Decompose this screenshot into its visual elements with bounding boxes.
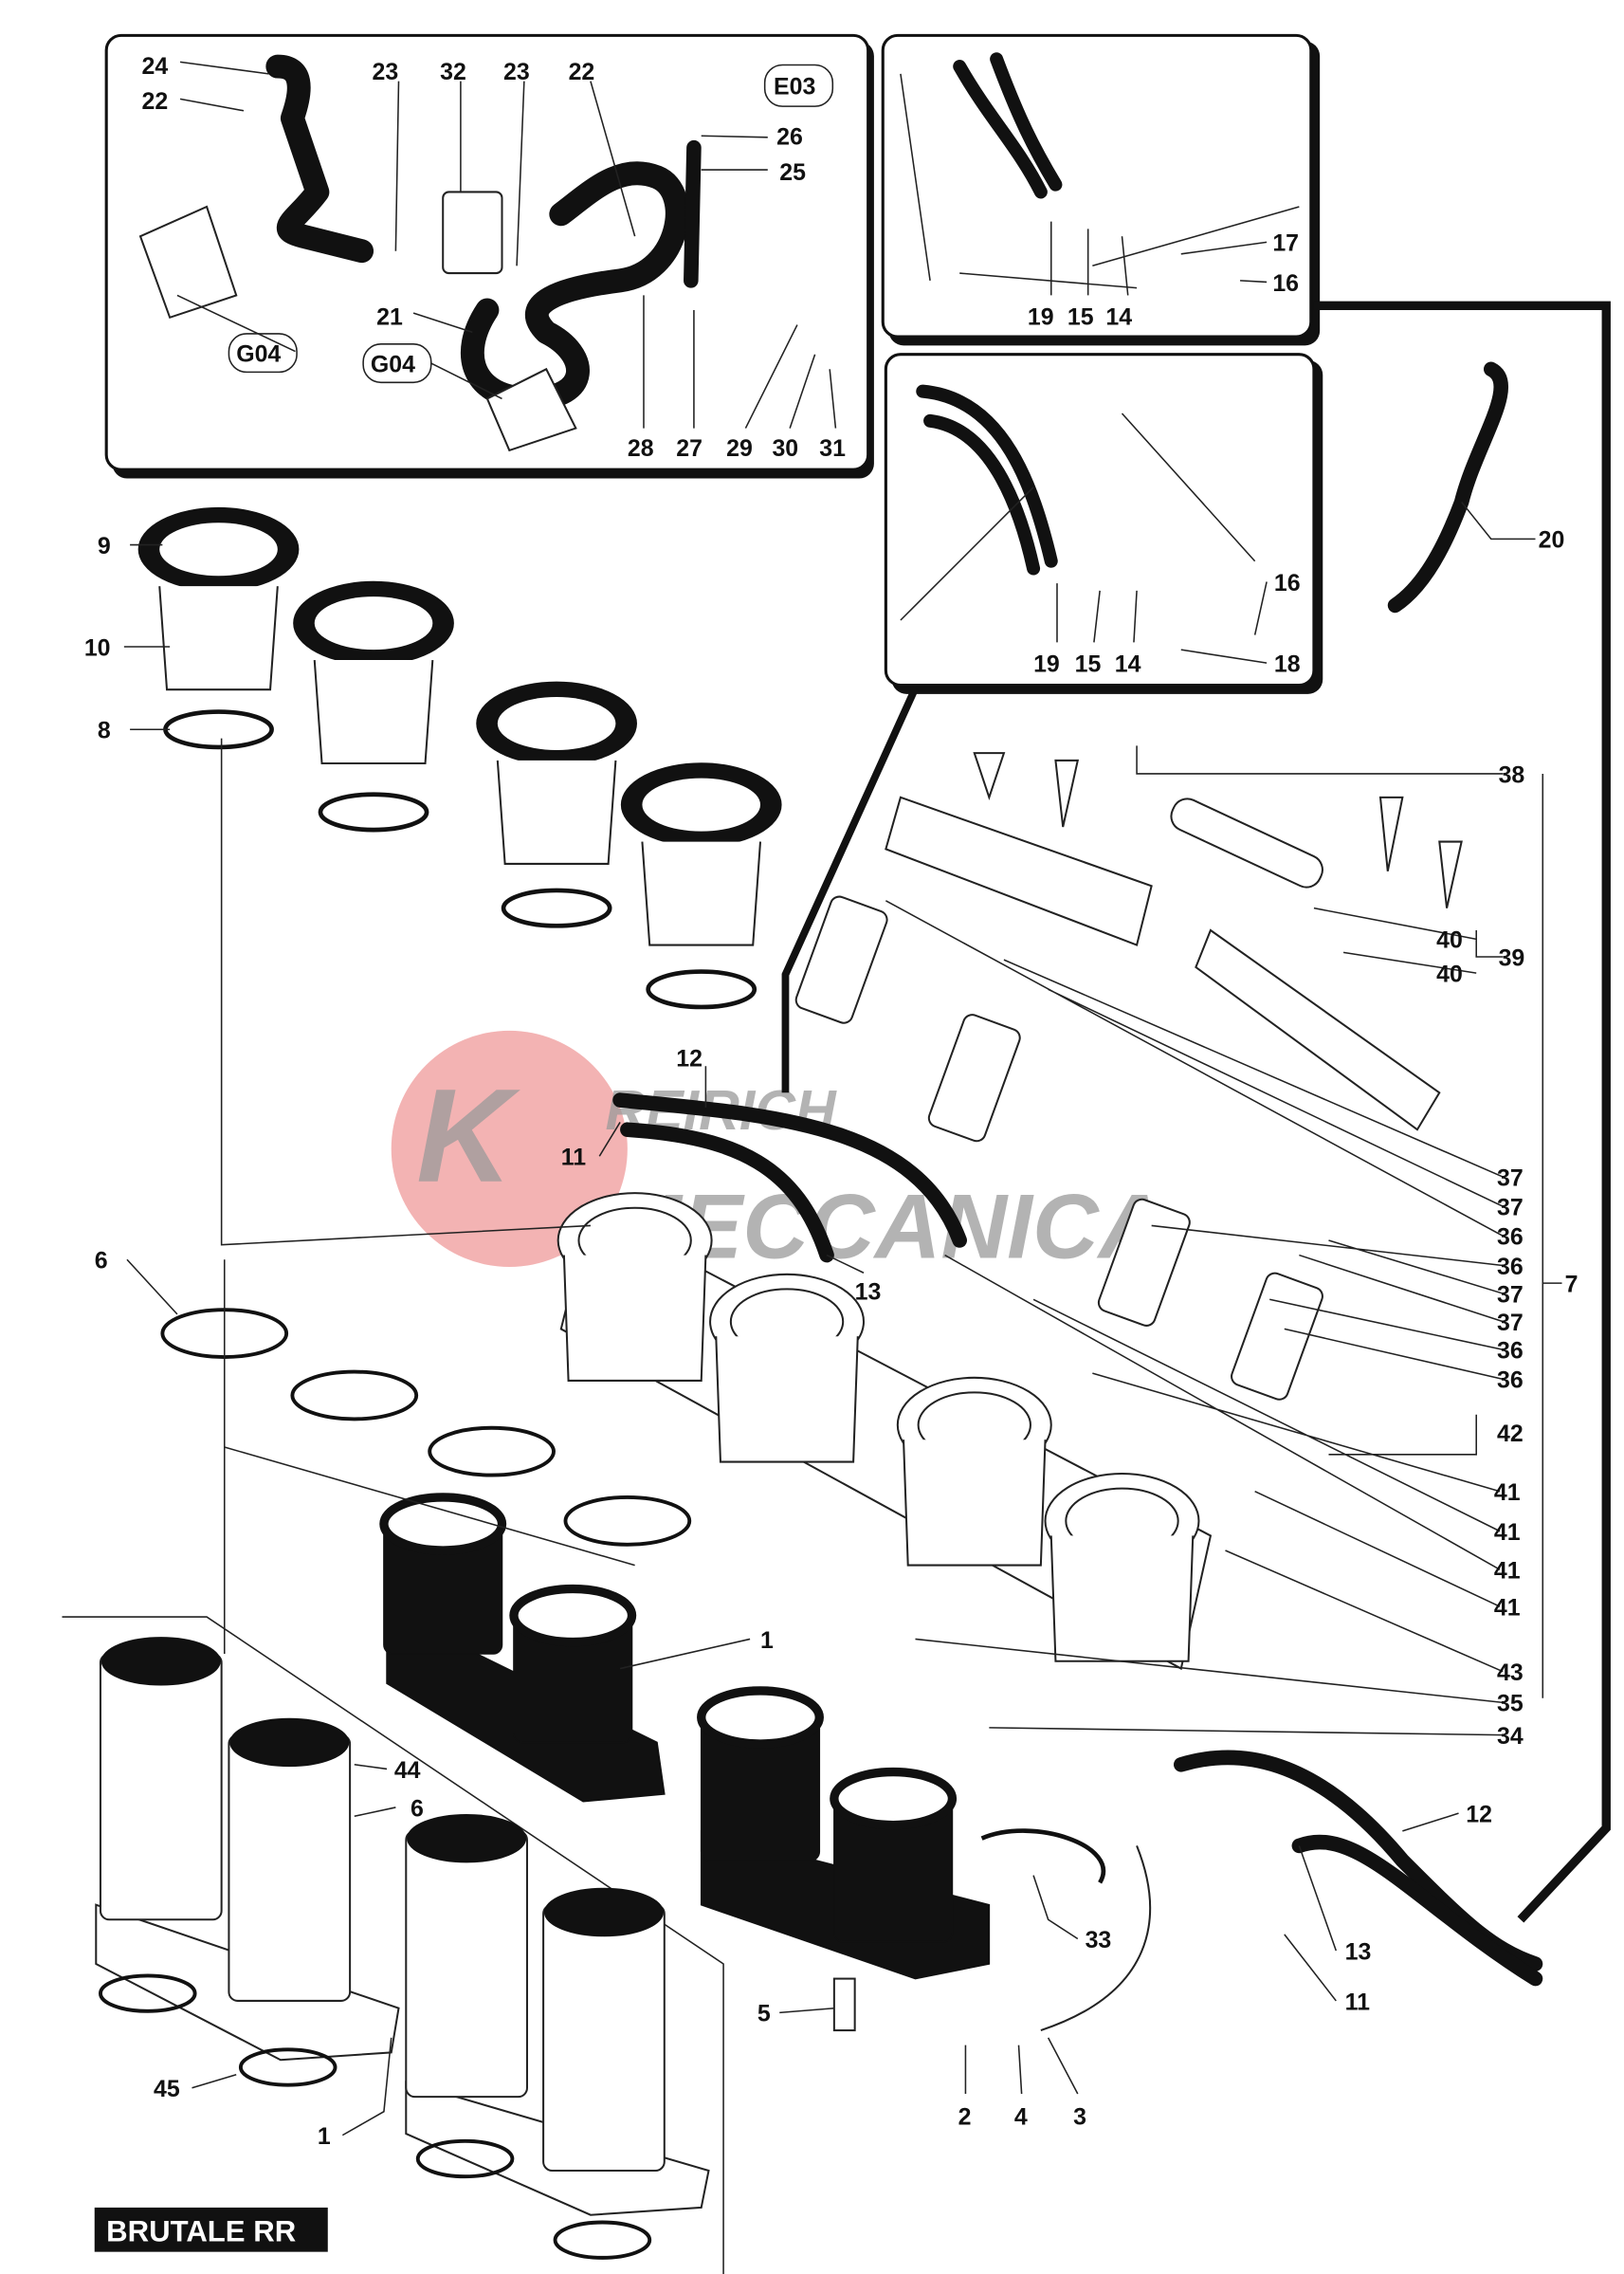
- callout-37: 37: [1497, 1195, 1524, 1221]
- callout-41: 41: [1494, 1595, 1521, 1622]
- callout-40: 40: [1436, 927, 1463, 954]
- callout-3: 3: [1073, 2104, 1086, 2131]
- bracket-33: [980, 1828, 1105, 1884]
- callout-36: 36: [1497, 1224, 1524, 1251]
- routing-line-left: [781, 687, 920, 1093]
- throttle-body-assembly: [557, 1192, 1213, 1671]
- watermark-logo: K REIRICH MECCANICA: [391, 1030, 1164, 1278]
- callout-41: 41: [1494, 1519, 1521, 1546]
- callout-32: 32: [440, 59, 466, 85]
- callout-8: 8: [98, 718, 111, 744]
- callout-33: 33: [1086, 1927, 1112, 1953]
- callout-16: 16: [1274, 570, 1301, 596]
- callout-28: 28: [628, 435, 654, 462]
- callout-45: 45: [154, 2076, 180, 2102]
- callout-43: 43: [1497, 1660, 1524, 1686]
- callout-35: 35: [1497, 1691, 1524, 1717]
- ref-box-g04-2: [362, 343, 432, 384]
- callout-21: 21: [376, 304, 403, 331]
- model-badge-label: BRUTALE RR: [106, 2215, 296, 2248]
- callout-23: 23: [503, 59, 530, 85]
- callout-44: 44: [394, 1757, 421, 1784]
- callout-13: 13: [855, 1278, 882, 1305]
- callout-12: 12: [1466, 1802, 1492, 1828]
- callout-13: 13: [1345, 1938, 1372, 1965]
- callout-10: 10: [84, 634, 111, 661]
- callout-14: 14: [1115, 651, 1141, 678]
- callout-42: 42: [1497, 1421, 1524, 1447]
- callout-1: 1: [760, 1627, 774, 1654]
- leader-lines: [123, 61, 1562, 2136]
- callout-2: 2: [958, 2104, 972, 2131]
- callout-11: 11: [561, 1145, 586, 1171]
- callout-15: 15: [1067, 304, 1094, 331]
- callout-12: 12: [676, 1045, 703, 1072]
- fuel-hose-20: [1387, 361, 1508, 614]
- ref-label-g04: G04: [236, 341, 281, 368]
- callout-19: 19: [1028, 304, 1054, 331]
- callout-14: 14: [1105, 304, 1132, 331]
- ref-label-g04-2: G04: [371, 351, 415, 377]
- reed-valve-cover: [138, 205, 238, 320]
- callout-31: 31: [819, 435, 846, 462]
- inset-cable-routing-1: [881, 33, 1321, 346]
- callout-16: 16: [1272, 270, 1299, 297]
- callout-22: 22: [142, 88, 169, 115]
- callout-36: 36: [1497, 1367, 1524, 1394]
- inset-cable-routing-2: [884, 353, 1323, 694]
- callout-19: 19: [1033, 651, 1060, 678]
- ref-label-e03: E03: [774, 74, 815, 101]
- callout-25: 25: [779, 159, 806, 186]
- callout-6: 6: [411, 1795, 424, 1822]
- callout-41: 41: [1494, 1479, 1521, 1506]
- callout-24: 24: [142, 53, 169, 80]
- callout-29: 29: [726, 435, 753, 462]
- air-valve: [442, 191, 503, 275]
- callout-11: 11: [1345, 1989, 1370, 2015]
- callout-4: 4: [1014, 2104, 1028, 2131]
- callout-20: 20: [1539, 527, 1565, 554]
- callout-39: 39: [1499, 944, 1525, 971]
- callout-37: 37: [1497, 1281, 1524, 1308]
- callout-30: 30: [772, 435, 798, 462]
- ref-box-e03: [763, 64, 834, 107]
- callout-34: 34: [1497, 1723, 1524, 1750]
- callout-18: 18: [1274, 651, 1301, 678]
- screw-5: [832, 1977, 856, 2032]
- fuel-hose-11-top: [612, 1092, 967, 1248]
- inset-secondary-air: E03 G04 G04: [104, 33, 874, 479]
- callout-6: 6: [95, 1248, 108, 1275]
- callout-7: 7: [1565, 1272, 1578, 1298]
- callout-37: 37: [1497, 1165, 1524, 1191]
- callout-5: 5: [757, 2001, 771, 2027]
- callout-23: 23: [372, 59, 398, 85]
- callout-15: 15: [1075, 651, 1102, 678]
- fuel-rail-assembly: [794, 752, 1463, 1401]
- callout-41: 41: [1494, 1558, 1521, 1585]
- fuel-hose-12-top: [620, 1122, 834, 1263]
- variant-divider: [62, 1616, 724, 2274]
- callout-40: 40: [1436, 962, 1463, 988]
- callout-38: 38: [1499, 761, 1525, 788]
- callout-36: 36: [1497, 1254, 1524, 1280]
- callout-1: 1: [318, 2123, 331, 2150]
- vacuum-hose-3: [1040, 1845, 1152, 2032]
- callout-36: 36: [1497, 1338, 1524, 1365]
- callout-27: 27: [676, 435, 703, 462]
- fuel-hose-11-bottom: [1291, 1834, 1543, 1987]
- callout-22: 22: [569, 59, 595, 85]
- callout-26: 26: [776, 124, 803, 151]
- model-badge: [94, 2207, 328, 2252]
- routing-line-right: [1313, 301, 1611, 1923]
- intake-manifolds: [95, 1493, 991, 2260]
- callout-9: 9: [98, 533, 111, 559]
- callout-37: 37: [1497, 1310, 1524, 1336]
- watermark-initial: K: [416, 1061, 520, 1210]
- callout-17: 17: [1272, 230, 1299, 257]
- velocity-stacks: [137, 506, 782, 1010]
- reed-valve-cover-2: [485, 367, 577, 452]
